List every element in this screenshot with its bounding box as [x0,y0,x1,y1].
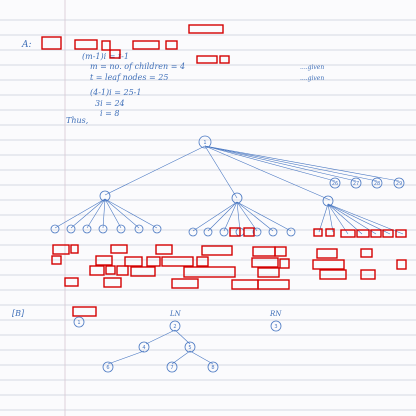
tree-node [73,316,85,328]
tree-node-label: 7 [170,365,173,371]
step-2: 3i = 24 [95,99,125,108]
ln-heading: LN [169,310,182,318]
rn-heading: RN [269,310,282,318]
highlight-box [41,36,62,50]
tree-node [231,192,243,204]
tree-root-node [198,135,212,149]
tree-node-label: 5 [188,345,191,351]
equation-3: t = leaf nodes = 25 [90,73,168,82]
tree-node-label: 6 [106,365,109,371]
tree-node [166,361,178,373]
notes-block: A: (m-1)i = t-1 m = no. of children = 4 … [21,36,324,125]
equation-3-given: ....given [300,75,324,82]
thus-label: Thus, [66,116,88,125]
tree-node [207,361,219,373]
tree-node [138,341,150,353]
tree-leaf-label: 29 [396,181,402,187]
answer-label: A: [21,40,32,50]
tree-node-label: 4 [142,345,145,351]
highlight-boxes-paragraph [51,244,407,317]
tree-node [169,320,181,332]
step-1: (4-1)i = 25-1 [90,88,141,97]
tree-leaf-label: 26 [332,181,338,187]
tree-root-label: 1 [203,140,206,146]
tree-node [99,190,111,202]
step-3: i = 8 [100,109,119,118]
highlight-boxes-tree [229,227,407,238]
equation-2: m = no. of children = 4 [90,62,185,71]
tree-leaf-label: 28 [374,181,380,187]
tree-node-label: 2 [173,324,176,330]
tree-node-label: 1 [77,320,80,326]
tree-node [184,341,196,353]
tree-node [322,195,334,207]
highlight-boxes-top [74,24,230,64]
tree-leaf-label: 27 [353,181,359,187]
tree-node [270,320,282,332]
equation-1: (m-1)i = t-1 [82,52,129,61]
m-ary-tree-diagram: 1 26 27 28 29 [50,135,405,237]
equation-2-given: ....given [300,64,324,71]
part-b-block: [B] LN RN 1 3 2 4 5 6 7 8 [12,309,282,373]
part-b-label: [B] [12,309,25,318]
tree-node-label: 3 [274,324,277,330]
tree-node [102,361,114,373]
tree-node-label: 8 [211,365,214,371]
